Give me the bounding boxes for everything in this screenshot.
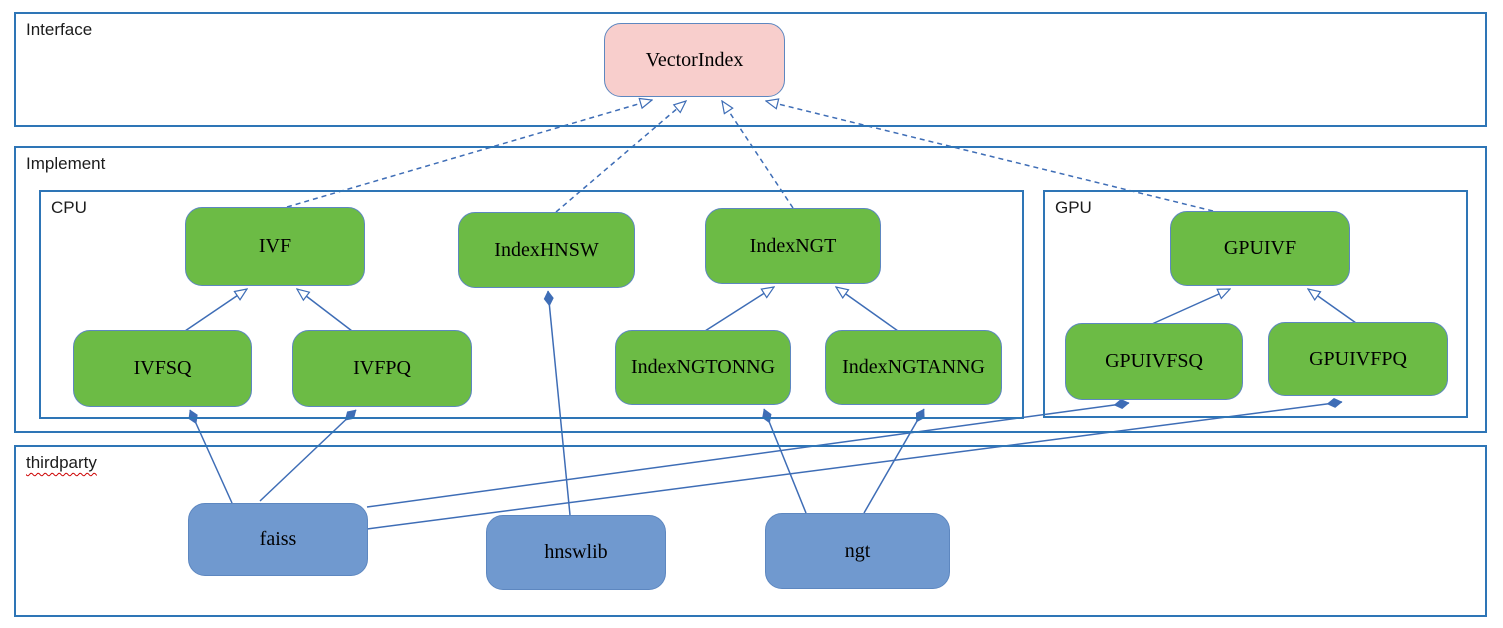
node-hnswlib-label: hnswlib — [544, 541, 608, 563]
group-thirdparty-label: thirdparty — [26, 453, 97, 472]
node-ivfsq-label: IVFSQ — [133, 357, 192, 379]
node-ivfsq[interactable]: IVFSQ — [73, 330, 252, 407]
group-interface-label: Interface — [26, 20, 93, 39]
node-indexngtonng[interactable]: IndexNGTONNG — [615, 330, 791, 405]
group-thirdparty[interactable]: thirdparty — [14, 445, 1487, 617]
node-ngt-label: ngt — [844, 539, 871, 562]
node-gpuivfpq-label: GPUIVFPQ — [1309, 347, 1407, 370]
node-gpuivf-label: GPUIVF — [1223, 237, 1297, 259]
group-implement-label: Implement — [26, 154, 106, 173]
group-interface[interactable]: Interface — [14, 12, 1487, 127]
node-indexhnsw-label: IndexHNSW — [494, 238, 599, 261]
group-gpu[interactable]: GPU — [1043, 190, 1468, 418]
node-indexngtanng-label: IndexNGTANNG — [842, 356, 985, 378]
node-indexngtonng-label: IndexNGTONNG — [630, 356, 776, 378]
node-indexngtanng[interactable]: IndexNGTANNG — [825, 330, 1002, 405]
node-gpuivfsq[interactable]: GPUIVFSQ — [1065, 323, 1243, 400]
node-vectorindex[interactable]: VectorIndex — [604, 23, 785, 97]
node-ivfpq-label: IVFPQ — [353, 357, 411, 379]
node-indexngt[interactable]: IndexNGT — [705, 208, 881, 284]
node-ivfpq[interactable]: IVFPQ — [292, 330, 472, 407]
node-faiss[interactable]: faiss — [188, 503, 368, 576]
node-indexngt-label: IndexNGT — [749, 234, 837, 257]
group-gpu-label: GPU — [1055, 198, 1092, 217]
group-implement[interactable]: Implement — [14, 146, 1487, 433]
group-cpu[interactable]: CPU — [39, 190, 1024, 419]
group-cpu-label: CPU — [51, 198, 87, 217]
node-hnswlib[interactable]: hnswlib — [486, 515, 666, 590]
node-gpuivf[interactable]: GPUIVF — [1170, 211, 1350, 286]
node-ngt[interactable]: ngt — [765, 513, 950, 589]
node-indexhnsw[interactable]: IndexHNSW — [458, 212, 635, 288]
node-faiss-label: faiss — [259, 528, 297, 550]
node-gpuivfsq-label: GPUIVFSQ — [1105, 350, 1203, 372]
node-gpuivfpq[interactable]: GPUIVFPQ — [1268, 322, 1448, 396]
node-ivf-label: IVF — [258, 235, 292, 257]
node-vectorindex-label: VectorIndex — [645, 48, 744, 71]
node-ivf[interactable]: IVF — [185, 207, 365, 286]
